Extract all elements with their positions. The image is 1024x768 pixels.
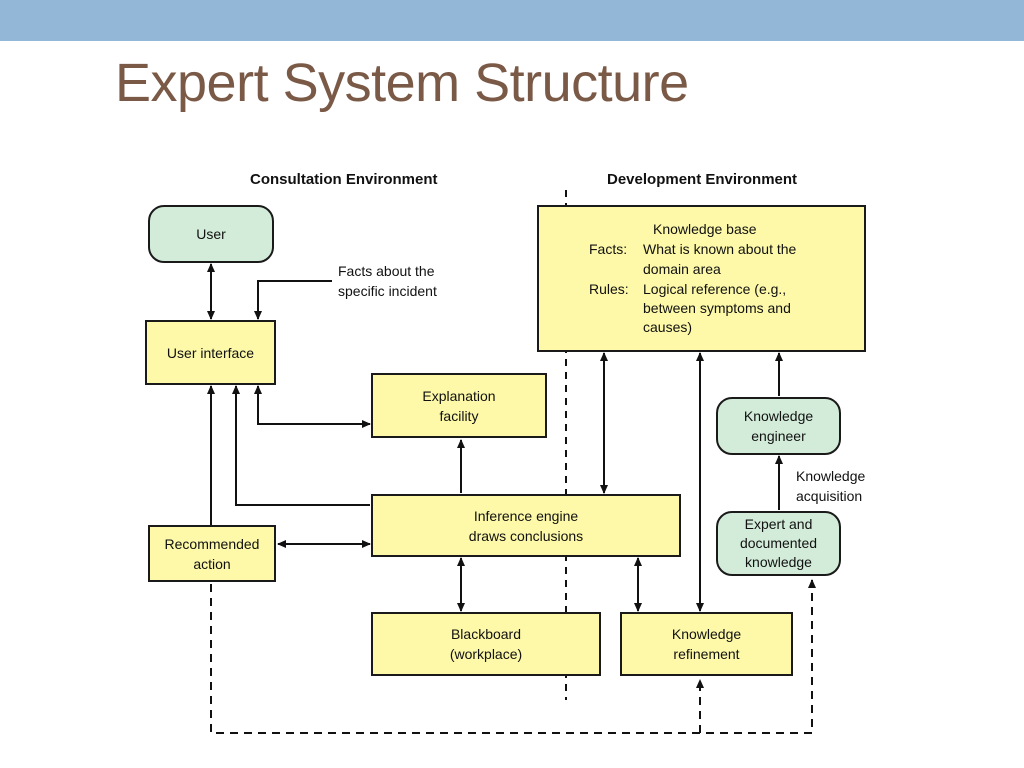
knowledge-acquisition-annotation: Knowledge acquisition bbox=[796, 466, 865, 506]
inference-line-2: draws conclusions bbox=[468, 527, 584, 544]
user-node: User bbox=[148, 205, 274, 263]
blackboard-line-2: (workplace) bbox=[449, 646, 523, 662]
kb-facts-label: Facts: bbox=[589, 241, 628, 257]
user-interface-node: User interface bbox=[145, 320, 276, 385]
acquisition-line-1: Knowledge bbox=[796, 468, 866, 484]
user-interface-node-label: User interface bbox=[166, 344, 255, 361]
expert-knowledge-node: Expert and documented knowledge bbox=[716, 511, 841, 576]
kb-rules-line-3: causes) bbox=[643, 319, 693, 335]
knowledge-base-node: Knowledge base Facts: What is known abou… bbox=[537, 205, 866, 352]
kb-facts-line-1: What is known about the bbox=[643, 241, 797, 257]
knowledge-engineer-node: Knowledge engineer bbox=[716, 397, 841, 455]
facts-incident-annotation: Facts about the specific incident bbox=[338, 261, 437, 301]
kb-facts-line-2: domain area bbox=[643, 261, 721, 277]
arrow-ui-explanation bbox=[254, 385, 371, 428]
kb-rules-line-2: between symptoms and bbox=[643, 300, 791, 316]
inference-engine-node: Inference engine draws conclusions bbox=[371, 494, 681, 557]
explanation-line-1: Explanation bbox=[422, 387, 496, 404]
engineer-line-1: Knowledge bbox=[743, 408, 814, 424]
top-band bbox=[0, 0, 1024, 41]
kb-rules-label: Rules: bbox=[589, 281, 629, 297]
refinement-line-2: refinement bbox=[673, 646, 740, 662]
explanation-facility-node: Explanation facility bbox=[371, 373, 547, 438]
recommended-line-2: action bbox=[193, 555, 231, 572]
expert-line-1: Expert and bbox=[744, 516, 813, 532]
engineer-line-2: engineer bbox=[751, 428, 806, 444]
recommended-line-1: Recommended bbox=[164, 535, 260, 552]
dashed-feedback-loop bbox=[210, 579, 816, 734]
blackboard-node: Blackboard (workplace) bbox=[371, 612, 601, 676]
knowledge-refinement-node: Knowledge refinement bbox=[620, 612, 793, 676]
inference-line-1: Inference engine bbox=[473, 507, 579, 524]
expert-line-2: documented bbox=[739, 535, 818, 551]
arrow-inference-ui bbox=[232, 385, 370, 506]
blackboard-line-1: Blackboard bbox=[450, 626, 522, 642]
facts-incident-line-1: Facts about the bbox=[338, 263, 435, 279]
development-heading: Development Environment bbox=[607, 171, 798, 188]
user-node-label: User bbox=[196, 226, 226, 242]
refinement-line-1: Knowledge bbox=[671, 626, 742, 642]
facts-incident-line-2: specific incident bbox=[338, 283, 437, 299]
arrow-facts-ui bbox=[254, 280, 332, 320]
consultation-heading: Consultation Environment bbox=[250, 171, 438, 188]
expert-line-3: knowledge bbox=[745, 554, 812, 570]
explanation-line-2: facility bbox=[439, 407, 479, 424]
kb-rules-line-1: Logical reference (e.g., bbox=[643, 281, 787, 297]
acquisition-line-2: acquisition bbox=[796, 488, 863, 504]
recommended-action-node: Recommended action bbox=[148, 525, 276, 582]
slide-title: Expert System Structure bbox=[115, 53, 689, 113]
kb-title: Knowledge base bbox=[653, 221, 757, 237]
